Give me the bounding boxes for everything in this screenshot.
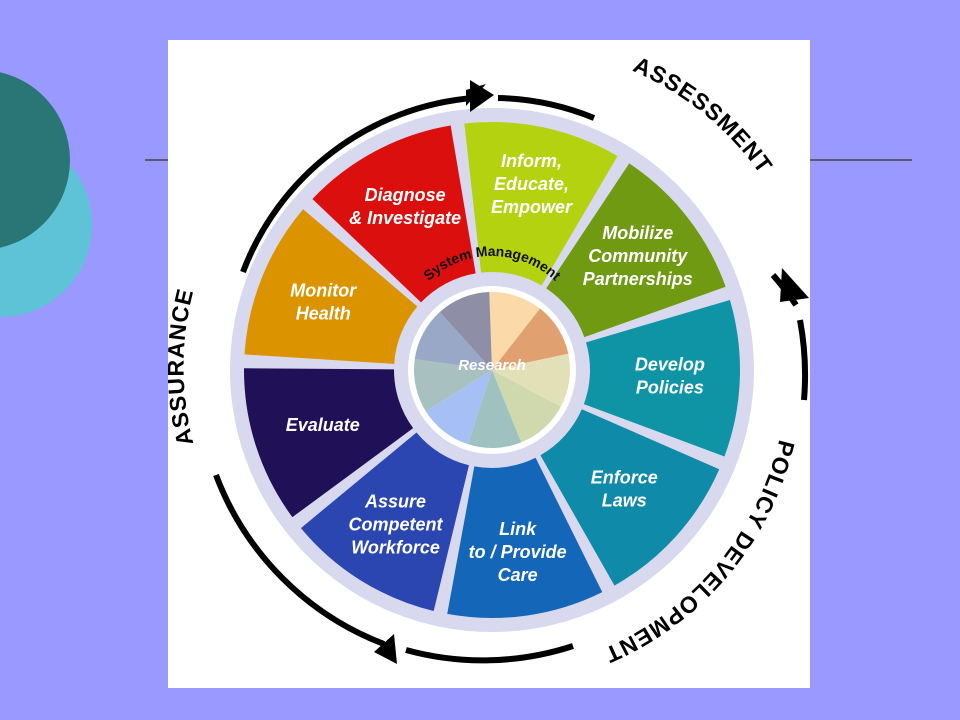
segment-enforce-laws xyxy=(540,409,720,586)
segment-label-line: Develop xyxy=(635,355,705,375)
segment-label-line: Mobilize xyxy=(602,223,673,243)
phase-assurance-label: ASSURANCE xyxy=(168,286,198,449)
hub-slice xyxy=(492,370,561,443)
segment-evaluate xyxy=(244,368,414,518)
hub-slice xyxy=(414,359,492,412)
arc-arrow-policy-start xyxy=(797,319,809,401)
segment-label-evaluate: Evaluate xyxy=(286,415,360,435)
segment-label-line: Educate, xyxy=(494,174,569,194)
segment-label-line: Diagnose xyxy=(365,185,446,205)
segment-label-line: Evaluate xyxy=(286,415,360,435)
segment-label-line: Inform, xyxy=(501,151,562,171)
segment-diagnose-investigate xyxy=(312,125,476,303)
segment-label-diagnose-investigate: Diagnose & Investigate xyxy=(349,185,461,228)
segment-label-line: Assure xyxy=(364,491,426,511)
arrow-head-bottom xyxy=(374,634,397,664)
arrow-head-right xyxy=(780,268,809,302)
segment-inform-educate-empower xyxy=(464,122,618,286)
segment-label-line: Laws xyxy=(602,491,647,511)
segment-mobilize-partnerships xyxy=(546,163,726,338)
segment-label-line: Policies xyxy=(636,378,704,398)
hub-slice xyxy=(425,370,492,445)
segment-label-line: Empower xyxy=(491,197,573,217)
research-label: Research xyxy=(458,357,526,374)
public-health-wheel: Research System Management ASSESSMENT PO… xyxy=(168,51,809,668)
arc-arrow-assurance xyxy=(213,473,386,647)
arc-arrow-assessment-start xyxy=(497,95,596,121)
hub-slice xyxy=(414,312,492,370)
segment-label-line: Monitor xyxy=(290,280,357,300)
decor-circle-dark xyxy=(0,72,70,248)
hub-slice xyxy=(467,370,522,448)
segment-label-line: Workforce xyxy=(351,537,440,557)
arrow-head-top-main xyxy=(470,80,494,112)
phase-assessment-label: ASSESSMENT xyxy=(630,51,778,178)
public-health-wheel-card: Research System Management ASSESSMENT PO… xyxy=(168,40,810,688)
segment-label-line: to / Provide xyxy=(469,542,567,562)
segment-monitor-health xyxy=(244,209,418,364)
segment-assure-workforce xyxy=(300,432,469,612)
hub-slice xyxy=(492,308,569,370)
hub-slice xyxy=(489,292,541,370)
segment-label-line: Health xyxy=(296,303,351,323)
segment-develop-policies xyxy=(583,299,740,457)
segment-label-line: Enforce xyxy=(591,468,658,488)
segment-label-line: Competent xyxy=(349,514,444,534)
hub-slice xyxy=(492,353,570,407)
segment-label-line: Community xyxy=(588,246,688,266)
segment-label-line: Link xyxy=(499,519,537,539)
segment-label-line: Care xyxy=(498,565,538,585)
hub-slice xyxy=(439,292,492,370)
segment-label-line: & Investigate xyxy=(349,208,461,228)
arc-arrow-policy-to-assurance xyxy=(405,643,574,664)
segment-label-line: Partnerships xyxy=(583,269,693,289)
arc-arrow-assurance-to-assessment xyxy=(240,95,474,274)
segment-link-provide-care xyxy=(447,457,603,618)
segment-label-inform-educate-empower: Inform, Educate, Empower xyxy=(491,151,573,217)
